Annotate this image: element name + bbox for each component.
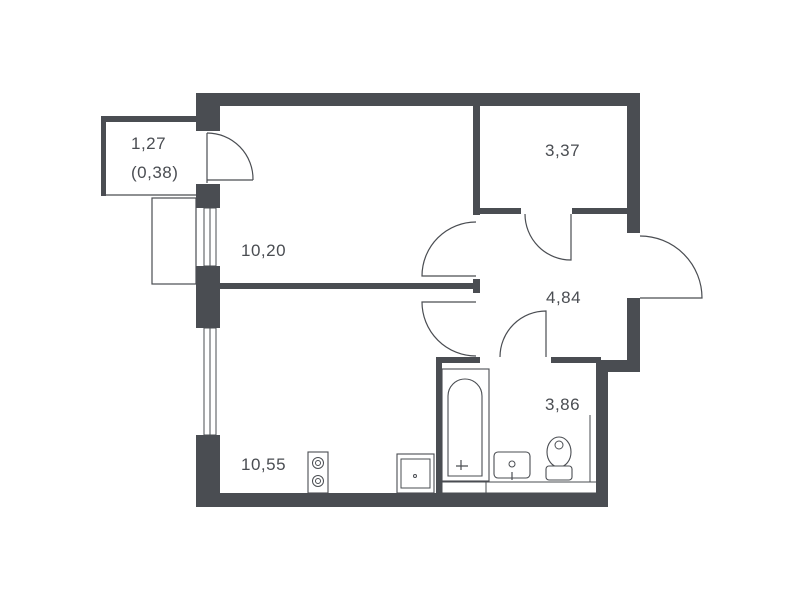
wall-bathroom-right <box>596 360 608 507</box>
wall-partition-end <box>473 279 480 293</box>
bathtub-icon <box>441 368 490 482</box>
kitchen-living-area-label: 10,55 <box>241 455 286 474</box>
balcony <box>101 116 254 285</box>
kitchen-sink-icon <box>396 453 435 494</box>
interior-walls <box>220 100 632 497</box>
door-bathroom <box>499 310 547 358</box>
wall-left-mid2 <box>196 266 220 328</box>
area-labels: 1,27 (0,38) 10,20 3,37 4,84 3,86 10,55 <box>131 134 581 474</box>
wall-left-bottom <box>196 435 220 507</box>
wall-bathroom-top-right <box>551 357 601 363</box>
storage-area-label: 3,37 <box>545 141 580 160</box>
wash-basin-icon <box>493 451 531 480</box>
door-entrance <box>639 235 703 299</box>
hall-area-label: 4,84 <box>546 288 581 307</box>
stove-icon <box>307 451 329 494</box>
doors <box>421 213 703 358</box>
bathroom-counter <box>441 481 598 494</box>
wall-left-top <box>196 93 220 131</box>
balcony-area-label: 1,27 <box>131 134 166 153</box>
door-bedroom <box>421 221 477 277</box>
wall-left-mid1 <box>196 184 220 208</box>
wall-bottom <box>196 493 608 507</box>
wall-bedroom-storage <box>473 100 480 215</box>
toilet-icon <box>545 436 573 481</box>
bedroom-area-label: 10,20 <box>241 241 286 260</box>
wall-storage-bottom-left <box>473 208 521 214</box>
balcony-rail-left <box>101 116 106 196</box>
door-storage <box>524 213 572 261</box>
balcony-rail-top <box>101 116 199 122</box>
wall-bathroom-top-left <box>436 357 480 363</box>
exterior-walls <box>196 93 640 507</box>
windows <box>203 207 217 436</box>
wall-bedroom-kitchen <box>220 283 480 289</box>
door-kitchen <box>421 301 477 357</box>
exterior-unit <box>151 197 197 285</box>
wall-right-upper <box>627 93 640 233</box>
balcony-reduced-area-label: (0,38) <box>131 163 178 182</box>
wall-right-lower <box>627 298 640 372</box>
wall-storage-bottom-right <box>572 208 632 214</box>
bathroom-area-label: 3,86 <box>545 395 580 414</box>
wall-top <box>196 93 640 106</box>
fixtures <box>307 368 573 494</box>
wall-bathroom-left <box>436 357 442 497</box>
